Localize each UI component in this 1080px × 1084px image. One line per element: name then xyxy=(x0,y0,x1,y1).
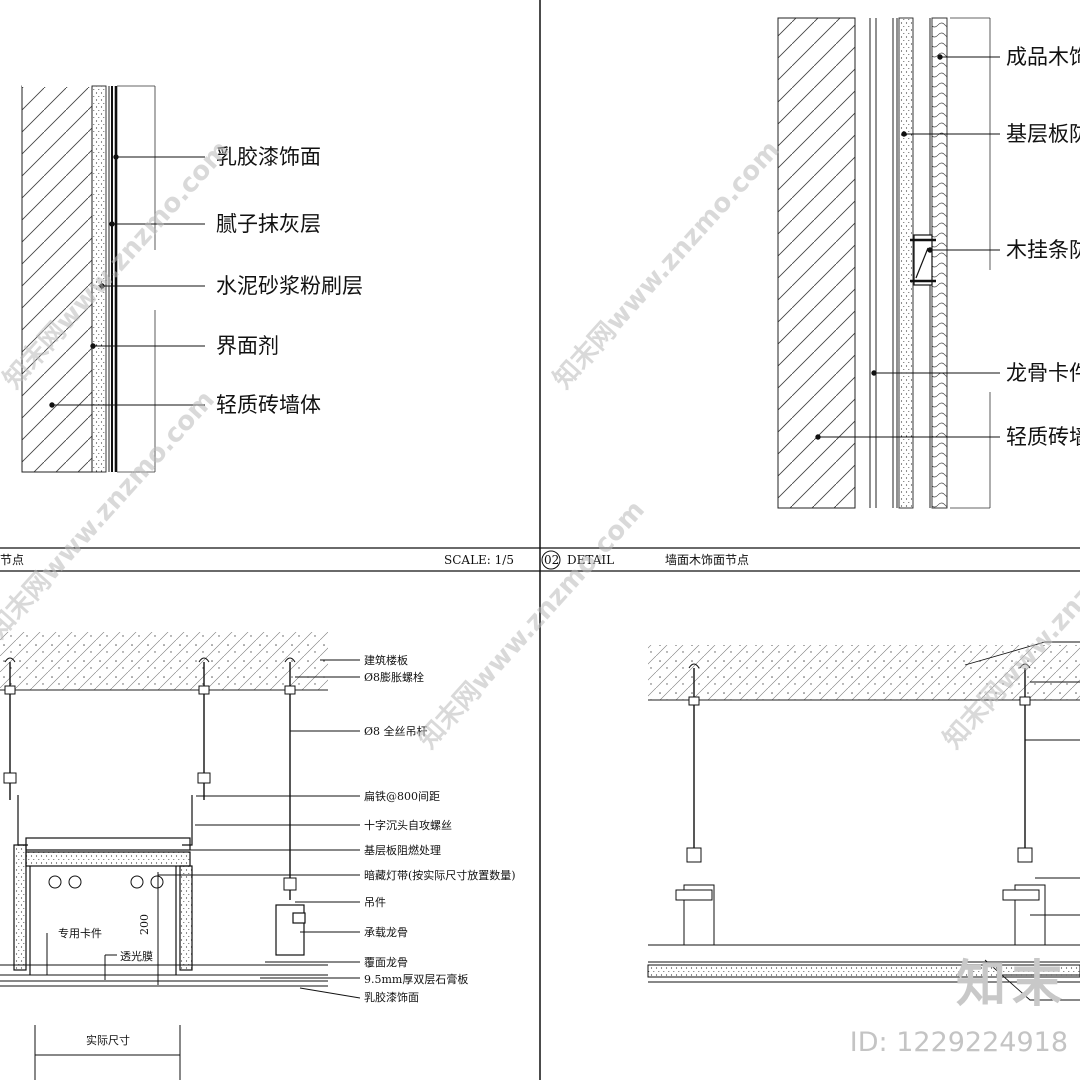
label-latex-finish: 乳胶漆饰面 xyxy=(364,990,419,1004)
panel2-title: 墙面木饰面节点 xyxy=(665,553,749,567)
detail-number-circle xyxy=(541,550,561,570)
panel-ceiling-light-trough: 200 专用卡件 透光膜 实际尺寸 建筑楼板 Ø8膨胀螺栓 Ø8 全丝吊杆 扁铁… xyxy=(0,632,516,1080)
panel1-title-fragment: 节点 xyxy=(0,553,24,567)
label-lightweight-brick: 轻质砖墙体 xyxy=(216,393,321,417)
label-hidden-light: 暗藏灯带(按实际尺寸放置数量) xyxy=(364,868,516,882)
panel2-number: 02 xyxy=(544,553,559,567)
brand-watermark: 知末 xyxy=(956,955,1068,1013)
label-actual-size: 实际尺寸 xyxy=(86,1033,130,1047)
panel-wall-paint-detail: 乳胶漆饰面 腻子抹灰层 水泥砂浆粉刷层 界面剂 轻质砖墙体 节点 SCALE: … xyxy=(0,85,514,567)
label-base-board: 基层板防 xyxy=(1006,122,1080,146)
label-base-board-fireproof: 基层板阻燃处理 xyxy=(364,843,441,857)
label-interface-agent: 界面剂 xyxy=(216,334,279,358)
label-flat-iron: 扁铁@800间距 xyxy=(364,790,440,803)
panel-wood-veneer-detail: 成品木饰 基层板防 木挂条防 龙骨卡件 轻质砖墙 02 DETAIL 墙面木饰面… xyxy=(541,17,1080,570)
label-floor-slab: 建筑楼板 xyxy=(364,653,408,667)
label-mortar-layer: 水泥砂浆粉刷层 xyxy=(216,274,363,298)
panel1-scale: SCALE: 1/5 xyxy=(444,553,514,567)
label-finished-wood: 成品木饰 xyxy=(1006,45,1080,69)
panel2-detail: DETAIL xyxy=(567,553,614,567)
label-brick-wall: 轻质砖墙 xyxy=(1006,425,1080,449)
label-main-keel: 承载龙骨 xyxy=(364,926,408,939)
svg-text:知末网www.znzmo.com: 知末网www.znzmo.com xyxy=(413,495,651,755)
label-hanger: 吊件 xyxy=(364,896,386,909)
label-screw: 十字沉头自攻螺丝 xyxy=(364,818,452,832)
label-translucent-film: 透光膜 xyxy=(120,949,153,963)
svg-text:知末网www.znzmo.com: 知末网www.znzmo.com xyxy=(548,135,786,395)
label-gypsum-board: 9.5mm厚双层石膏板 xyxy=(364,972,468,986)
label-putty-layer: 腻子抹灰层 xyxy=(216,212,321,236)
label-expansion-bolt: Ø8膨胀螺栓 xyxy=(364,670,424,684)
dimension-200: 200 xyxy=(138,914,151,935)
panel-ceiling-section xyxy=(647,641,1080,1001)
image-id-watermark: ID: 1229224918 xyxy=(849,1027,1068,1058)
svg-text:知末网www.znzmo.com: 知末网www.znzmo.com xyxy=(938,495,1080,755)
label-keel-clip: 龙骨卡件 xyxy=(1006,361,1080,385)
label-wood-strip: 木挂条防 xyxy=(1006,238,1080,262)
label-cover-keel: 覆面龙骨 xyxy=(364,956,408,969)
label-special-clip: 专用卡件 xyxy=(58,926,102,940)
label-threaded-rod: Ø8 全丝吊杆 xyxy=(364,724,428,738)
label-latex-paint: 乳胶漆饰面 xyxy=(216,145,321,169)
